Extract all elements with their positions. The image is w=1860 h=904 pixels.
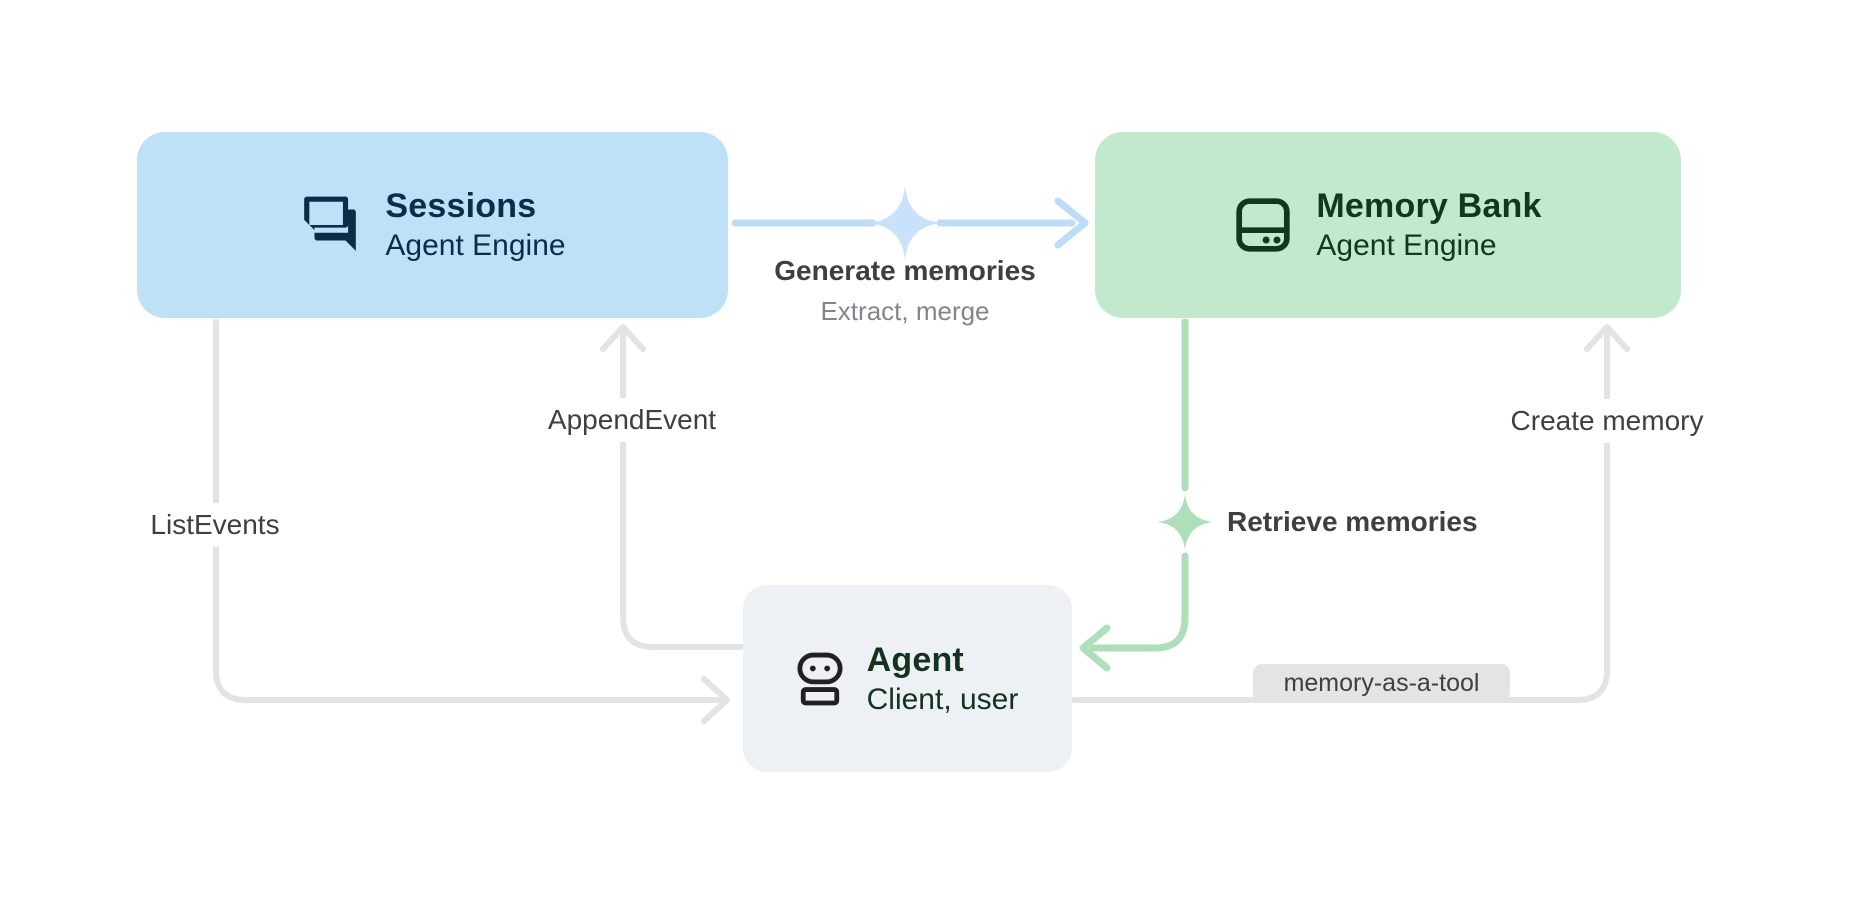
- robot-icon: [797, 651, 843, 707]
- create-memory-label: Create memory: [1498, 399, 1716, 443]
- append-event-label: AppendEvent: [535, 398, 729, 442]
- node-subtitle: Agent Engine: [385, 229, 566, 262]
- gemini-sparkle-icon: [1157, 494, 1213, 550]
- retrieve-memories-label: Retrieve memories: [1227, 506, 1478, 537]
- forum-icon: [299, 194, 361, 256]
- node-title: Sessions: [385, 187, 537, 225]
- append-event-arrow: [600, 324, 744, 650]
- agent-node: Agent Client, user: [743, 585, 1072, 772]
- memory-storage-icon: [1234, 196, 1292, 254]
- create-memory-arrow: [1071, 324, 1630, 703]
- memory-bank-node: Memory Bank Agent Engine: [1095, 132, 1681, 318]
- gemini-sparkle-icon: [868, 186, 942, 260]
- memory-as-a-tool-badge: memory-as-a-tool: [1253, 664, 1510, 702]
- node-title: Agent: [866, 640, 964, 679]
- node-subtitle: Agent Engine: [1316, 229, 1497, 262]
- list-events-label: ListEvents: [138, 503, 292, 547]
- node-subtitle: Client, user: [866, 682, 1019, 716]
- retrieve-memories-arrow: [1079, 318, 1189, 672]
- generate-memories-sublabel: Extract, merge: [820, 296, 990, 326]
- sessions-node: Sessions Agent Engine: [137, 132, 728, 318]
- node-title: Memory Bank: [1316, 187, 1542, 225]
- generate-memories-arrow: [731, 197, 1089, 249]
- list-events-arrow: [213, 319, 730, 724]
- generate-memories-label: Generate memories Extract, merge: [774, 255, 1036, 326]
